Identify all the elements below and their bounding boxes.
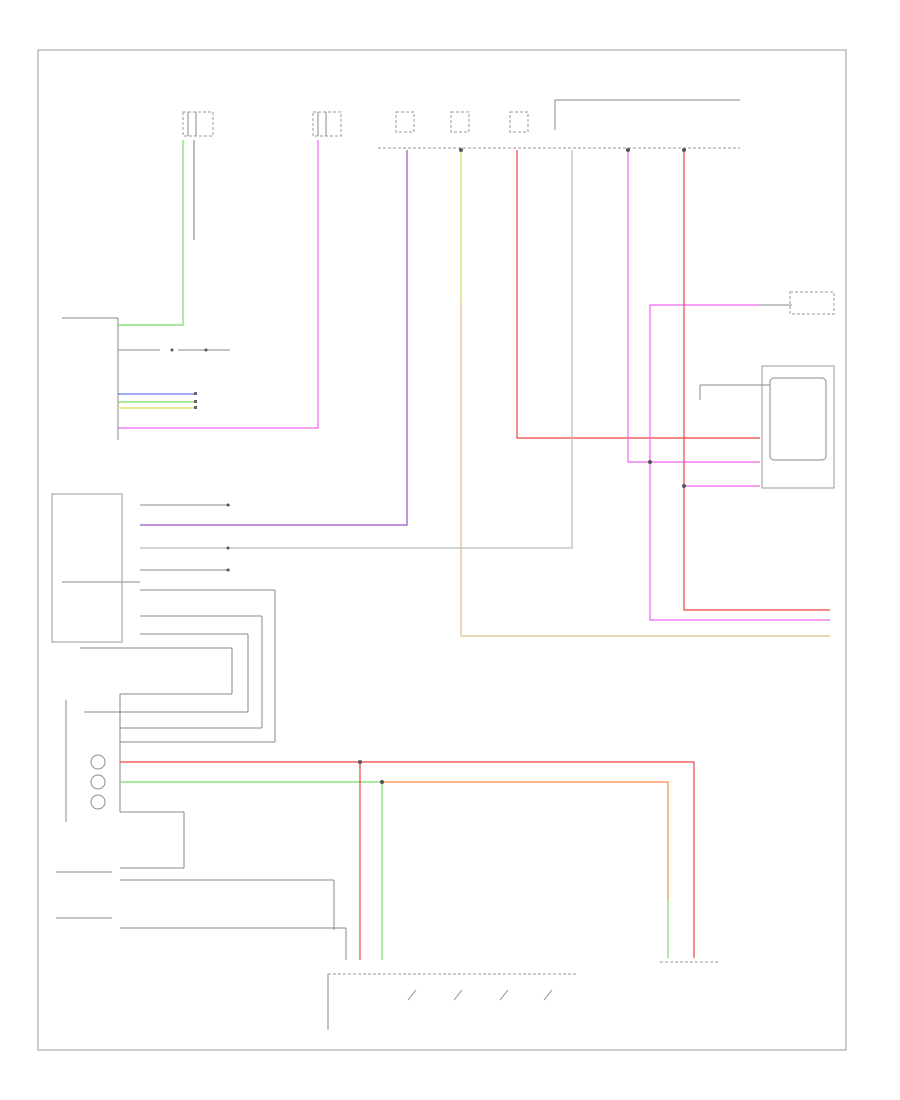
fuse-box-2 xyxy=(312,111,342,137)
fuse-box-4 xyxy=(450,111,470,133)
top-left-fuse-group xyxy=(182,111,214,137)
wire-green-2 xyxy=(120,781,383,960)
wire-tan-1 xyxy=(460,300,830,637)
wire-green-1 xyxy=(118,140,184,326)
fuse-box-1 xyxy=(182,111,214,137)
splice-dot xyxy=(626,148,630,152)
splice-dot xyxy=(682,484,686,488)
fuse-box-3 xyxy=(395,111,415,133)
splice-dot xyxy=(648,460,652,464)
clockspring xyxy=(65,694,121,822)
wire-pink-1 xyxy=(118,140,319,429)
wire-red-1 xyxy=(516,150,760,439)
steering-module xyxy=(51,493,276,743)
wire-purple-1 xyxy=(140,150,408,526)
brake-switch xyxy=(699,365,835,489)
wire-red-2 xyxy=(683,150,830,611)
bottom-module xyxy=(327,973,578,1030)
wire-pink-4 xyxy=(649,305,830,621)
diagram-frame xyxy=(37,49,847,1051)
fuse-box-5 xyxy=(509,111,529,133)
wire-lightgray-1 xyxy=(140,150,573,549)
fuse-bus xyxy=(378,99,740,149)
trailer-module xyxy=(760,291,835,315)
wire-red-3 xyxy=(120,761,695,958)
splice-dot xyxy=(459,148,463,152)
splice-dot xyxy=(380,780,384,784)
bottom-switches xyxy=(407,989,553,1001)
left-module xyxy=(62,317,230,440)
wire-pink-2 xyxy=(627,150,760,463)
wire-orange-1 xyxy=(382,781,669,900)
top-fuse-group-2 xyxy=(312,111,342,137)
ground-box xyxy=(56,811,347,960)
splice-dot xyxy=(358,760,362,764)
splice-dot xyxy=(682,148,686,152)
